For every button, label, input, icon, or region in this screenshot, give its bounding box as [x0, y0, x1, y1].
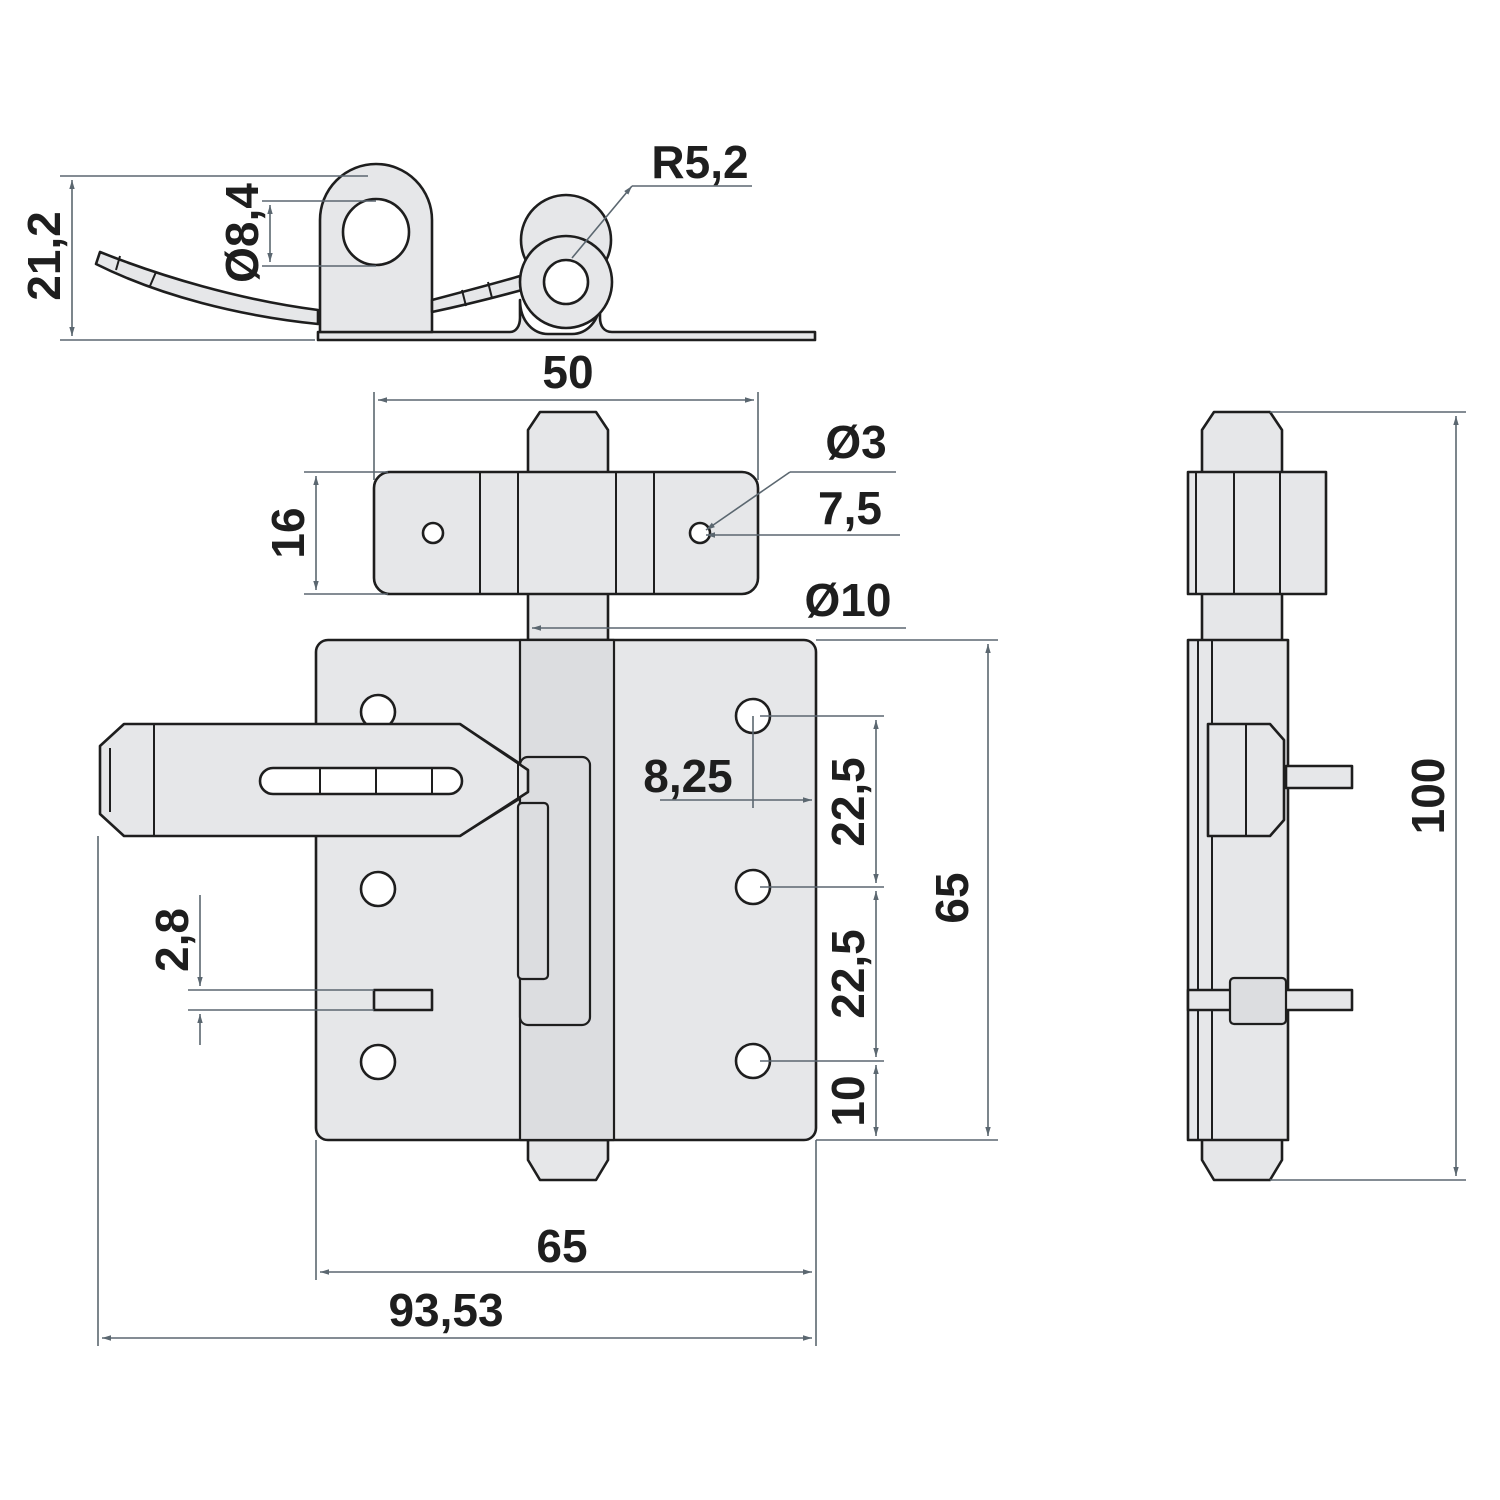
label-plate-width: 65: [536, 1220, 587, 1272]
side-view-dimensions: [1270, 411, 1466, 1181]
label-staple-width: 50: [542, 346, 593, 398]
label-hole-offset: 7,5: [818, 482, 882, 534]
label-screw-hole: Ø3: [825, 416, 886, 468]
label-slot-width: 2,8: [146, 908, 198, 972]
front-view: [98, 410, 818, 1182]
side-view: [1186, 410, 1354, 1182]
label-overall-width: 93,53: [388, 1284, 503, 1336]
label-top-height: 21,2: [18, 211, 70, 301]
label-hole-pitch-2: 22,5: [822, 929, 874, 1019]
top-view-dimensions: [60, 175, 752, 341]
label-hole-inset: 8,25: [643, 750, 733, 802]
label-hole-pitch-1: 22,5: [822, 757, 874, 847]
dimension-labels: 21,2 Ø8,4 R5,2 50 16 Ø3 7,5 Ø10 8,25 22,…: [18, 136, 1454, 1336]
label-hole-bottom: 10: [822, 1075, 874, 1126]
label-knuckle-radius: R5,2: [651, 136, 748, 188]
label-pin-diameter: Ø10: [805, 574, 892, 626]
label-staple-height: 16: [262, 507, 314, 558]
label-eye-diameter: Ø8,4: [216, 183, 268, 283]
top-view: [94, 162, 817, 342]
label-plate-height: 65: [926, 872, 978, 923]
label-overall-height: 100: [1402, 758, 1454, 835]
front-view-dimensions: [97, 392, 998, 1346]
